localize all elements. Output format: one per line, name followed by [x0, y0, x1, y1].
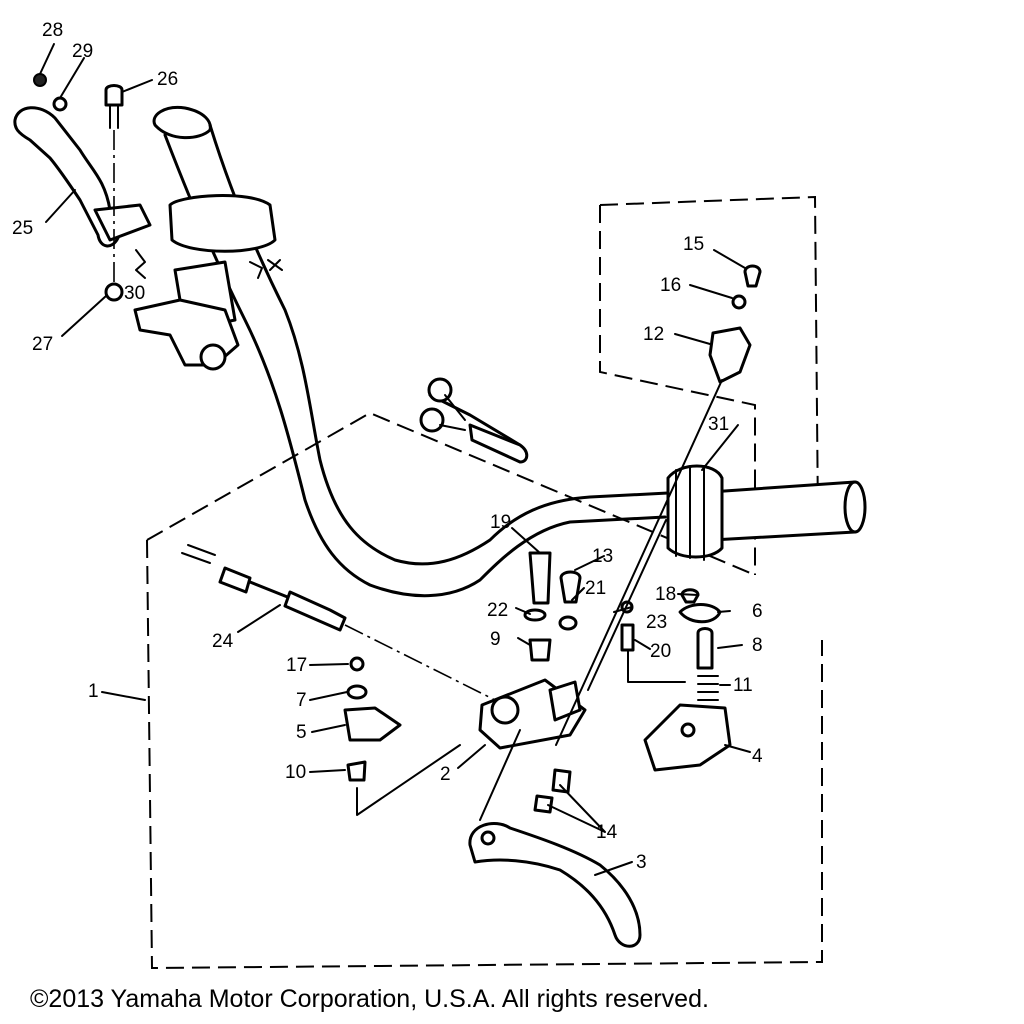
- wire-harness: [419, 377, 529, 464]
- callout-10: 10: [285, 762, 306, 783]
- copyright-notice: ©2013 Yamaha Motor Corporation, U.S.A. A…: [30, 985, 709, 1013]
- callout-9: 9: [490, 629, 501, 650]
- callout-29: 29: [72, 41, 93, 62]
- callout-11: 11: [733, 675, 753, 696]
- assembly-lines: [479, 379, 723, 821]
- callout-26: 26: [157, 69, 178, 90]
- left-lever-assembly: [13, 73, 152, 302]
- callout-2: 2: [440, 764, 451, 785]
- lever-bracket: [478, 678, 587, 750]
- right-bracket-parts: [620, 264, 762, 772]
- callout-5: 5: [296, 722, 307, 743]
- callout-14: 14: [596, 822, 618, 843]
- callout-18: 18: [655, 584, 676, 605]
- callout-27: 27: [32, 334, 53, 355]
- callout-21: 21: [585, 578, 606, 599]
- group-box-main: [146, 411, 823, 970]
- callout-6: 6: [752, 601, 763, 622]
- front-lever: [468, 822, 642, 948]
- callout-19: 19: [490, 512, 511, 533]
- throttle-cable: [181, 544, 496, 701]
- callout-31: 31: [708, 414, 729, 435]
- small-fasteners: [343, 551, 582, 816]
- callout-13: 13: [592, 546, 613, 567]
- callout-labels: 1 2 3 4 5 6 7 8 9 10 11 12 13 14 15 16 1…: [12, 20, 763, 873]
- callout-28: 28: [42, 20, 63, 41]
- handlebar: [133, 105, 670, 598]
- callout-4: 4: [752, 746, 763, 767]
- callout-3: 3: [636, 852, 647, 873]
- callout-8: 8: [752, 635, 763, 656]
- callout-24: 24: [212, 631, 234, 652]
- right-grip: [708, 480, 867, 542]
- callout-15: 15: [683, 234, 704, 255]
- group-box-switch: [599, 195, 819, 575]
- callout-12: 12: [643, 324, 664, 345]
- callout-30: 30: [124, 283, 145, 304]
- callout-22: 22: [487, 600, 508, 621]
- switch-assembly: [666, 464, 724, 561]
- callout-20: 20: [650, 641, 671, 662]
- callout-7: 7: [296, 690, 307, 711]
- callout-17: 17: [286, 655, 307, 676]
- callout-16: 16: [660, 275, 681, 296]
- callout-1: 1: [88, 681, 99, 702]
- leader-lines: [39, 43, 751, 876]
- callout-25: 25: [12, 218, 33, 239]
- callout-23: 23: [646, 612, 667, 633]
